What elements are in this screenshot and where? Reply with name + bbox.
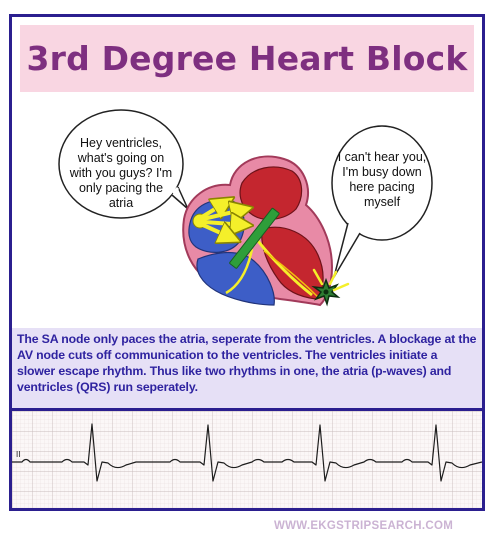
- caption-text: The SA node only paces the atria, sepera…: [17, 332, 477, 394]
- heart-illustration: Hey ventricles, what's going on with you…: [12, 101, 482, 326]
- yellow-arrows-icon: [200, 201, 246, 239]
- speech-bubble-right: [331, 125, 433, 278]
- divider: [12, 408, 482, 411]
- heart-diagram: [182, 155, 350, 307]
- lead-label: II: [16, 450, 20, 459]
- page-title: 3rd Degree Heart Block: [26, 39, 468, 78]
- footer-url: WWW.EKGSTRIPSEARCH.COM: [274, 520, 454, 532]
- caption-panel: The SA node only paces the atria, sepera…: [12, 328, 482, 408]
- infographic-frame: 3rd Degree Heart Block: [9, 14, 485, 511]
- starburst-icon: [311, 268, 350, 307]
- atria-speech-text: Hey ventricles, what's going on with you…: [69, 136, 173, 210]
- ekg-strip: II: [12, 411, 482, 508]
- av-block-icon: [229, 207, 280, 269]
- ekg-trace: [12, 423, 482, 482]
- speech-bubble-left: [58, 109, 189, 219]
- title-banner: 3rd Degree Heart Block: [20, 25, 474, 92]
- ventricles-speech-text: I can't hear you, I'm busy down here pac…: [337, 150, 427, 209]
